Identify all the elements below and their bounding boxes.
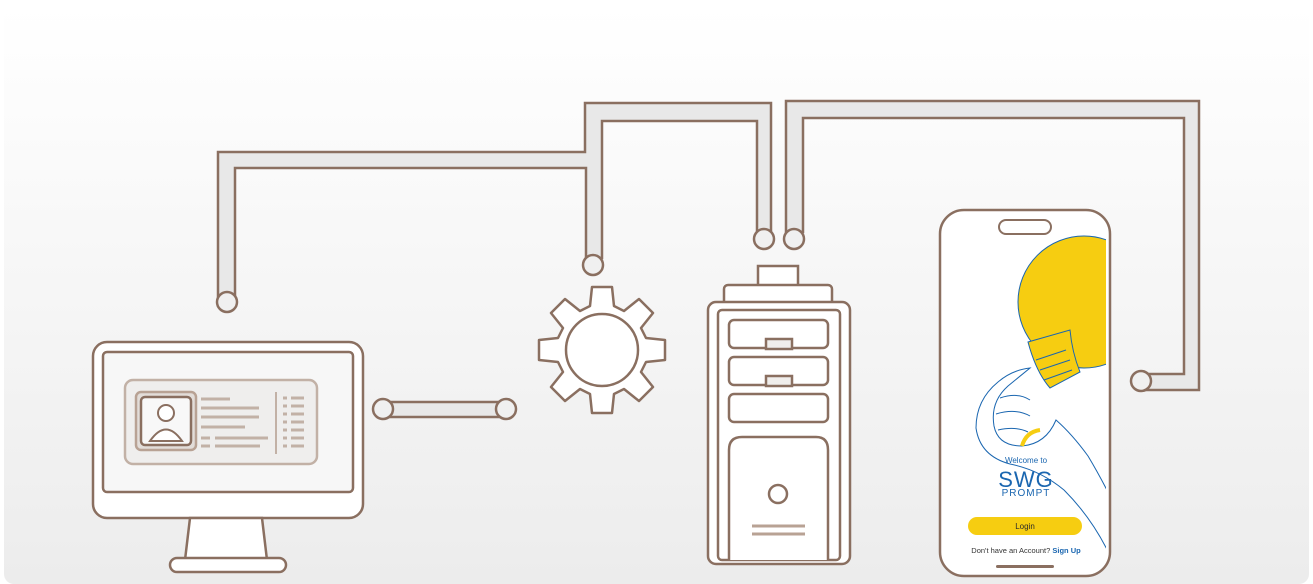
login-button[interactable]: Login <box>968 517 1082 535</box>
node-server-right <box>784 229 804 249</box>
brand-subtitle: PROMPT <box>948 488 1104 499</box>
node-phone-side <box>1131 371 1151 391</box>
node-server-left <box>754 229 774 249</box>
server-tower-icon <box>708 266 850 564</box>
welcome-text: Welcome to <box>948 456 1104 465</box>
node-monitor-top <box>217 292 237 312</box>
signup-prompt: Don't have an Account? <box>971 546 1050 555</box>
pipe-monitor-to-gear <box>218 103 771 296</box>
signup-link[interactable]: Sign Up <box>1052 546 1080 555</box>
pipe-monitor-gear-link <box>388 402 506 417</box>
node-link-right <box>496 399 516 419</box>
node-gear-top <box>583 255 603 275</box>
desktop-monitor-icon <box>93 342 363 572</box>
signup-line: Don't have an Account? Sign Up <box>948 546 1104 555</box>
gear-icon <box>539 287 665 413</box>
node-link-left <box>373 399 393 419</box>
